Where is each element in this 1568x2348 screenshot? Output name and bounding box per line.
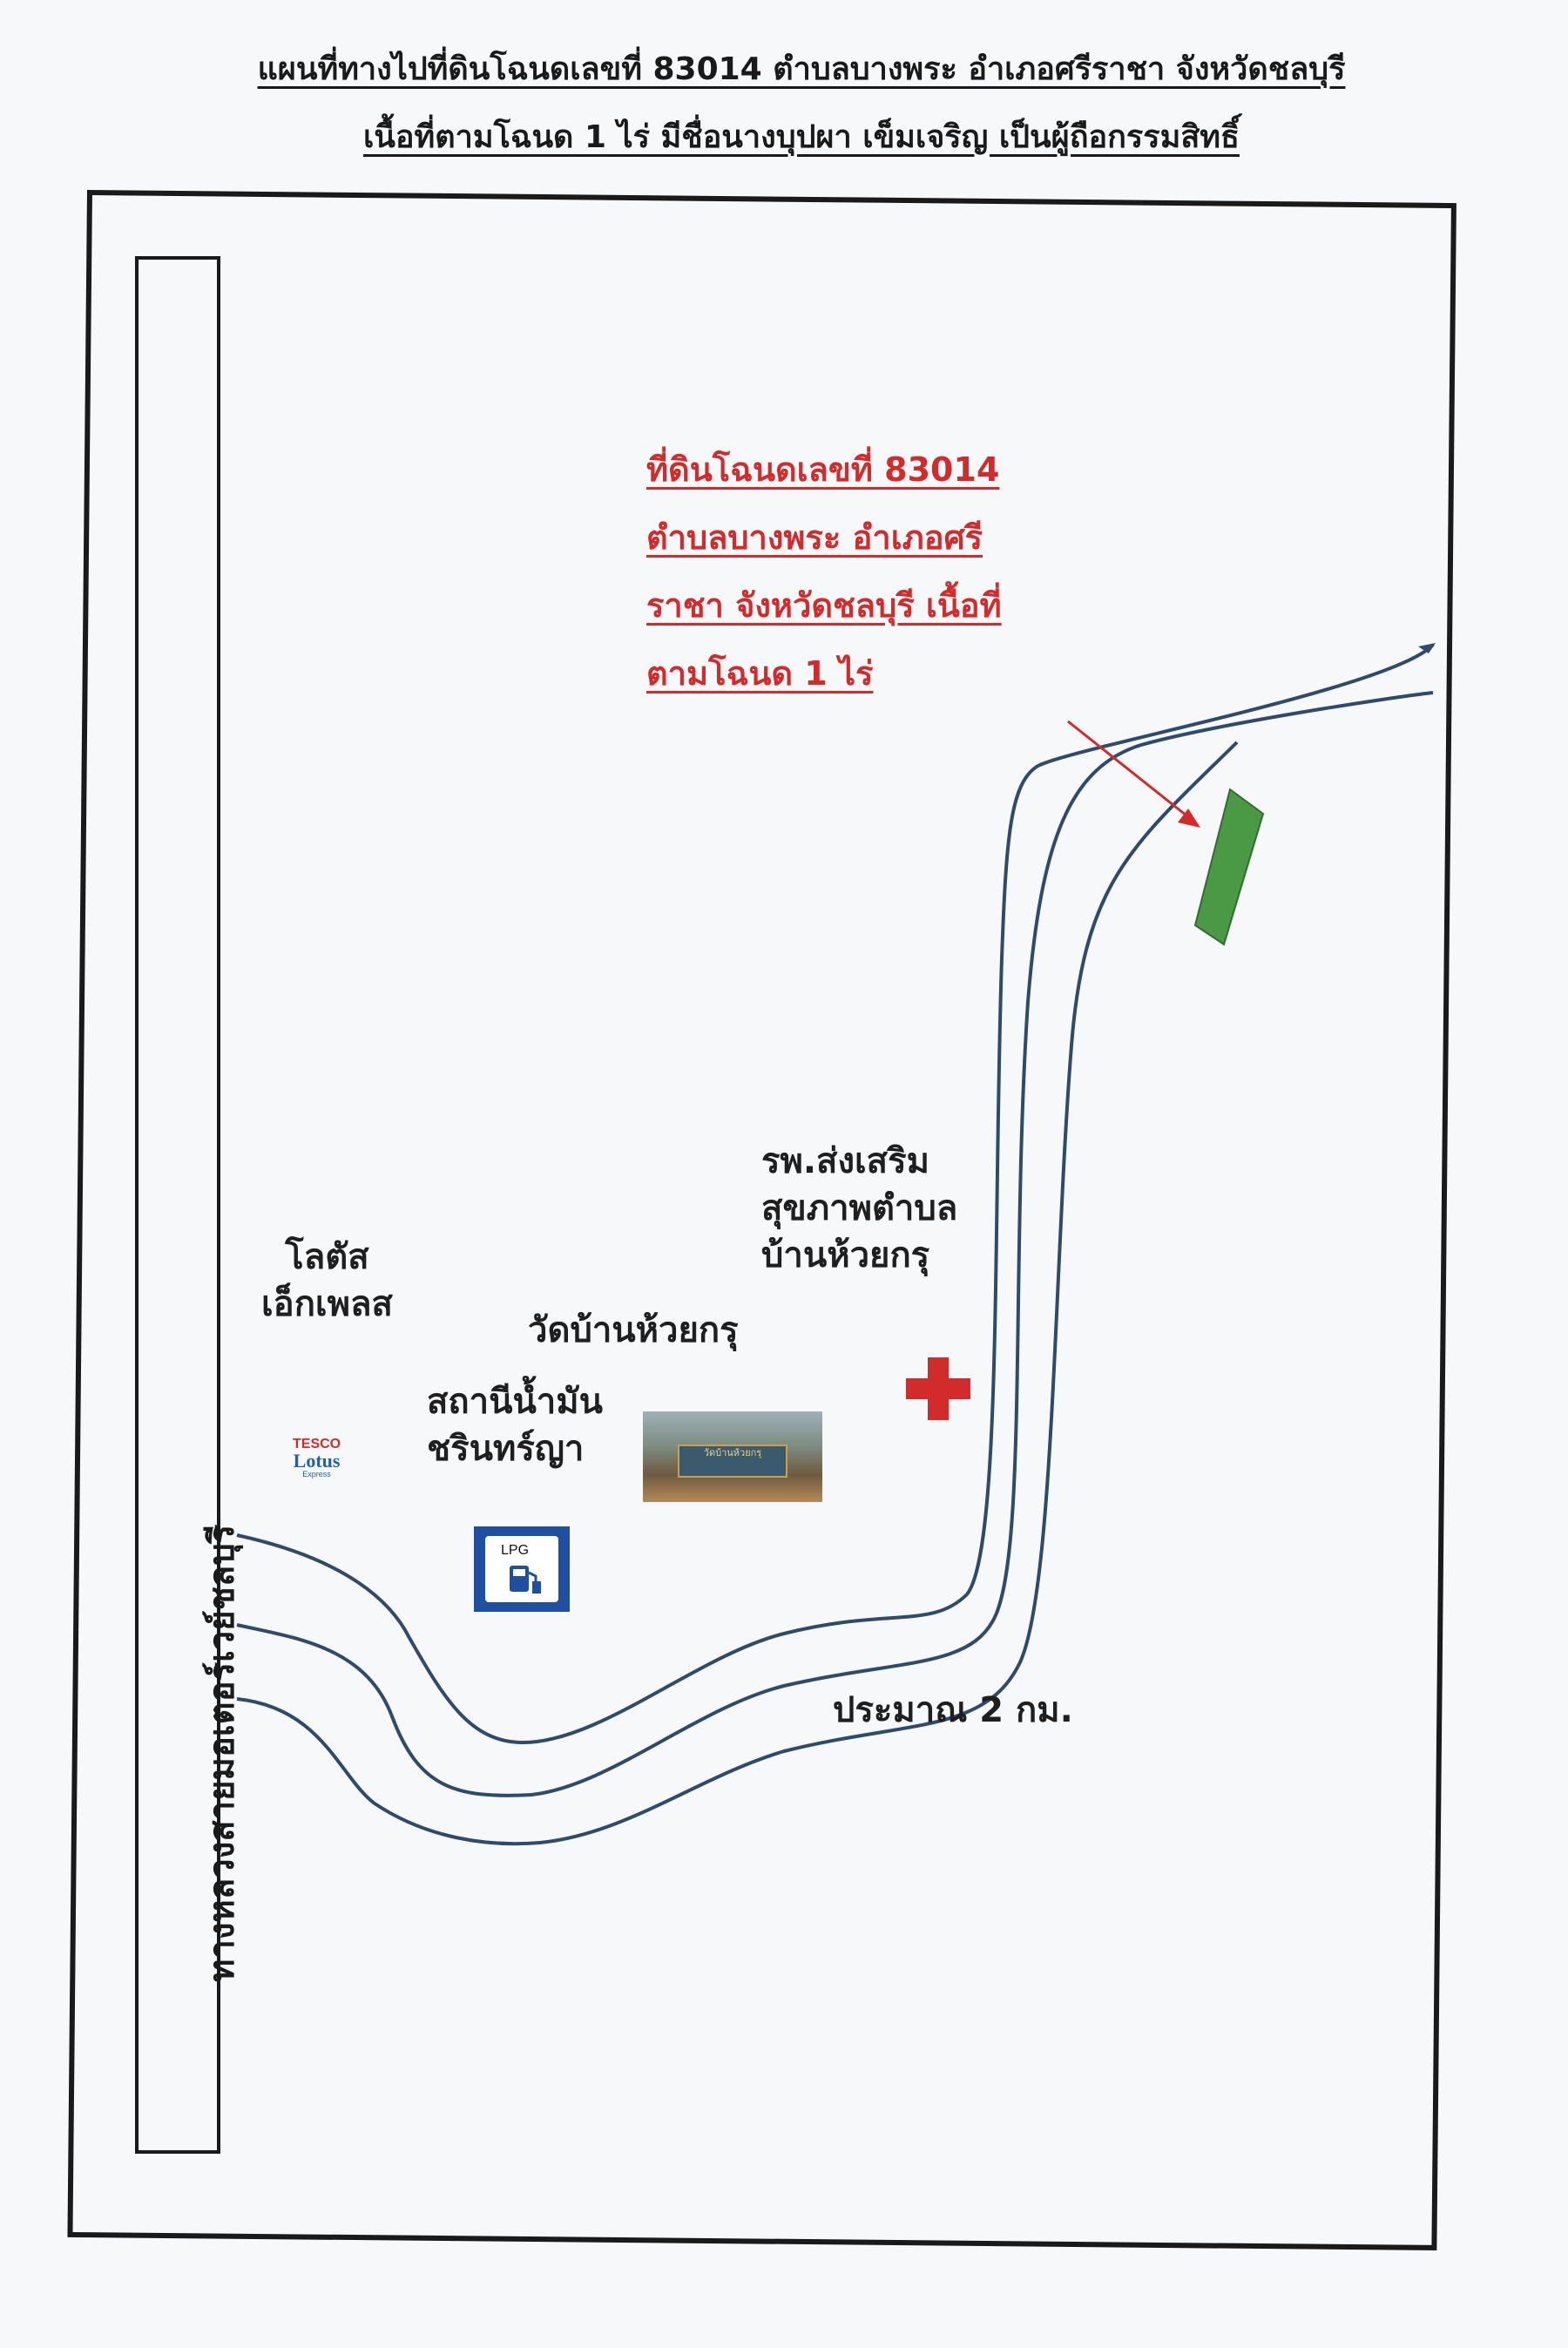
temple-label: วัดบ้านห้วยกรุ [528, 1310, 739, 1350]
tesco-lotus-logo: TESCO Lotus Express [293, 1437, 341, 1478]
target-line-1: ที่ดินโฉนดเลขที่ 83014 [646, 450, 1000, 489]
lpg-station-icon: LPG [474, 1526, 570, 1612]
distance-label: ประมาณ 2 กม. [833, 1690, 1073, 1730]
map-title-line-2: เนื้อที่ตามโฉนด 1 ไร่ มีชื่อนางบุปผา เข็… [363, 119, 1240, 155]
map-title-line-1: แผนที่ทางไปที่ดินโฉนดเลขที่ 83014 ตำบลบา… [257, 51, 1346, 87]
target-line-3: ราชา จังหวัดชลบุรี เนื้อที่ [646, 586, 1002, 625]
hospital-label: รพ.ส่งเสริม สุขภาพตำบล บ้านห้วยกรุ [761, 1141, 958, 1275]
highway-label: ทางหลวงสายมอเตอร์เวย์ชลบุรี [202, 1524, 242, 1982]
highway-strip [135, 256, 220, 2154]
road-end-marker [1418, 643, 1436, 653]
land-plot [1193, 788, 1265, 946]
target-line-4: ตามโฉนด 1 ไร่ [646, 654, 874, 693]
temple-photo: วัดบ้านห้วยกรุ [643, 1411, 822, 1502]
target-arrow [1067, 720, 1196, 824]
road [236, 643, 1435, 1846]
target-land-label: ที่ดินโฉนดเลขที่ 83014 ตำบลบางพระ อำเภอศ… [646, 436, 1002, 707]
gas-station-label: สถานีน้ำมัน ชรินทร์ญา [427, 1382, 603, 1469]
target-arrow-head [1178, 809, 1200, 828]
hospital-icon [906, 1357, 970, 1420]
target-line-2: ตำบลบางพระ อำเภอศรี [646, 518, 983, 557]
lotus-label: โลตัส เอ็กเพลส [261, 1237, 393, 1324]
